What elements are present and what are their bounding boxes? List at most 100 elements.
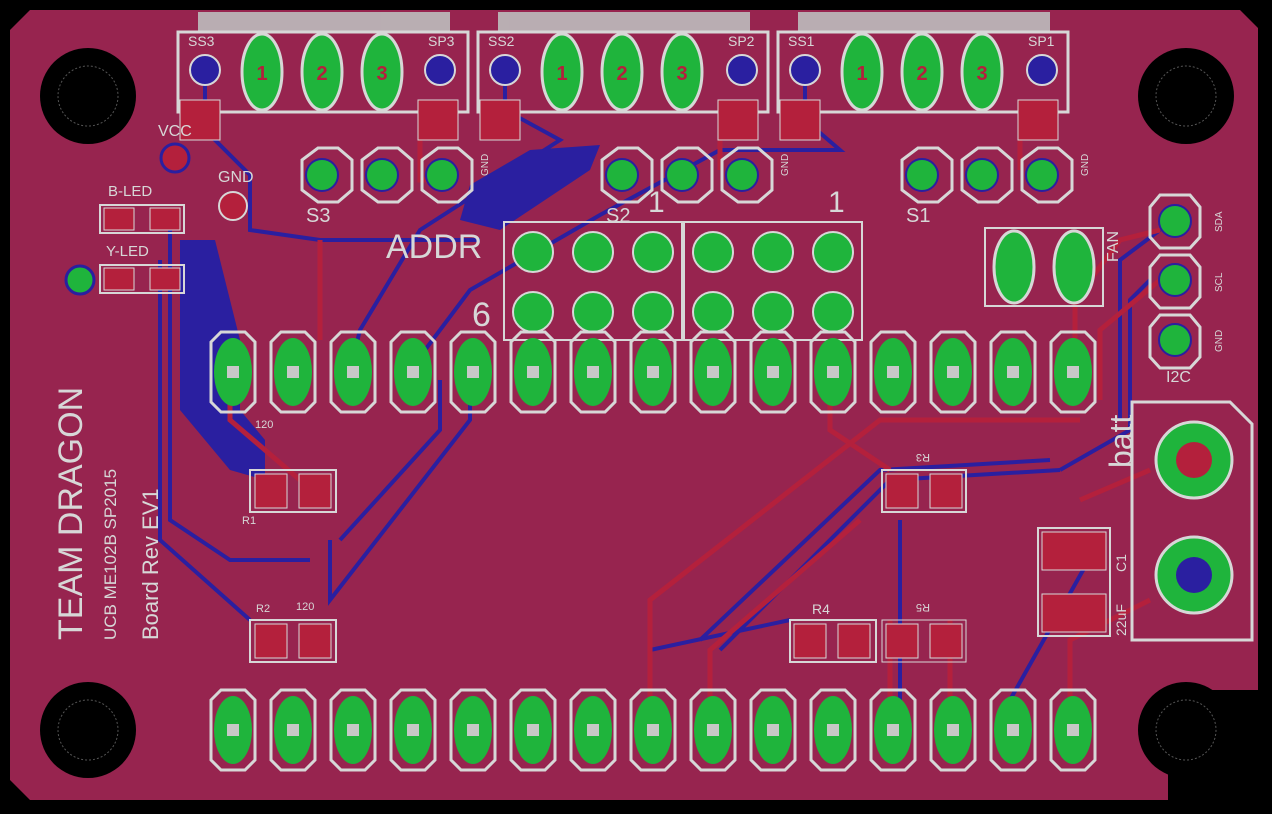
upper-pin-header[interactable] xyxy=(209,330,1097,414)
header-pin-outline xyxy=(329,330,377,414)
i2c-header[interactable] xyxy=(1148,193,1202,370)
header-pin-outline xyxy=(749,688,797,772)
pin-number: 2 xyxy=(316,63,327,85)
label-c1-value: 22uF xyxy=(1113,604,1129,636)
header-pin-outline xyxy=(1049,688,1097,772)
label-addr: ADDR xyxy=(386,228,482,266)
smd-pads-top xyxy=(179,99,1059,141)
label-scl: SCL xyxy=(1214,272,1225,292)
resistor-labels: R1 120 R2 120 R3 R4 R5 xyxy=(242,419,930,617)
header-pin-outline xyxy=(1049,330,1097,414)
label-s3: S3 xyxy=(306,205,330,227)
pin-number: 3 xyxy=(376,63,387,85)
label-sda: SDA xyxy=(1214,211,1225,232)
pin-number: 2 xyxy=(916,63,927,85)
pin-number: 1 xyxy=(856,63,867,85)
header-pin-outline xyxy=(329,688,377,772)
label-r3: R3 xyxy=(916,451,930,463)
header-pin-hole xyxy=(647,366,659,378)
header-pin-hole xyxy=(587,724,599,736)
label-ss1: SS1 xyxy=(788,33,815,49)
header-pin-outline xyxy=(989,688,1037,772)
header-pin-outline xyxy=(569,330,617,414)
label-gnd: GND xyxy=(218,169,254,186)
header-pin-hole xyxy=(1007,724,1019,736)
label-sp1: SP1 xyxy=(1028,33,1055,49)
header-pin-hole xyxy=(227,724,239,736)
header-pin-hole xyxy=(707,724,719,736)
label-revision: Board Rev EV1 xyxy=(138,488,163,640)
board-silkscreen-text: TEAM DRAGON UCB ME102B SP2015 Board Rev … xyxy=(52,387,163,640)
fan-connector[interactable] xyxy=(984,227,1104,307)
label-addr-1b: 1 xyxy=(828,186,845,219)
label-b-led: B-LED xyxy=(108,183,152,200)
header-pin-hole xyxy=(827,724,839,736)
label-r2: R2 xyxy=(256,603,270,615)
battery-connector[interactable] xyxy=(1130,400,1254,642)
sensor-headers[interactable] xyxy=(300,146,1074,204)
bottom-copper-pour-2 xyxy=(460,145,600,230)
mounting-holes xyxy=(40,48,1234,778)
label-gnd-s1: GND xyxy=(1080,154,1091,176)
led-components[interactable] xyxy=(64,204,185,296)
label-r1: R1 xyxy=(242,515,256,527)
header-pin-hole xyxy=(947,724,959,736)
label-ss2: SS2 xyxy=(488,33,515,49)
header-pin-outline xyxy=(209,688,257,772)
pin-number: 1 xyxy=(556,63,567,85)
label-i2c-gnd: GND xyxy=(1214,330,1225,352)
header-pin-hole xyxy=(227,366,239,378)
header-pin-hole xyxy=(827,366,839,378)
label-gnd-s3: GND xyxy=(480,154,491,176)
label-s2: S2 xyxy=(606,205,630,227)
header-pin-hole xyxy=(347,366,359,378)
header-pin-outline xyxy=(929,688,977,772)
resistors[interactable] xyxy=(249,469,967,663)
header-pin-hole xyxy=(647,724,659,736)
header-ss3-pins xyxy=(240,32,404,112)
header-pin-hole xyxy=(287,724,299,736)
header-pin-outline xyxy=(749,330,797,414)
header-pin-hole xyxy=(407,366,419,378)
servo-pin-numbers: 1 2 3 1 2 3 1 2 3 xyxy=(256,63,987,85)
label-r5: R5 xyxy=(916,601,930,613)
pin-number: 3 xyxy=(676,63,687,85)
header-pin-outline xyxy=(809,688,857,772)
label-s1: S1 xyxy=(906,205,930,227)
header-pin-outline xyxy=(869,688,917,772)
resistor-r4 xyxy=(789,619,877,663)
label-sp2: SP2 xyxy=(728,33,755,49)
header-pin-hole xyxy=(1067,724,1079,736)
header-pin-outline xyxy=(689,330,737,414)
header-pin-hole xyxy=(527,724,539,736)
header-pin-hole xyxy=(467,366,479,378)
i2c-labels: SDA SCL GND I2C xyxy=(1166,211,1225,386)
label-c1: C1 xyxy=(1113,554,1129,572)
header-pin-hole xyxy=(947,366,959,378)
label-fan: FAN xyxy=(1105,231,1122,262)
header-pin-outline xyxy=(269,330,317,414)
header-vias[interactable] xyxy=(189,54,1058,86)
resistor-r2 xyxy=(249,619,337,663)
header-pin-outline xyxy=(389,688,437,772)
header-pin-hole xyxy=(527,366,539,378)
servo-pins[interactable] xyxy=(240,32,1004,112)
label-addr-1: 1 xyxy=(648,186,665,219)
pin-number: 2 xyxy=(616,63,627,85)
power-testpoints[interactable] xyxy=(159,142,248,221)
header-s1 xyxy=(900,146,1074,204)
header-pin-outline xyxy=(989,330,1037,414)
header-pin-hole xyxy=(887,724,899,736)
header-pin-outline xyxy=(809,330,857,414)
header-pin-outline xyxy=(569,688,617,772)
capacitor-c1[interactable] xyxy=(1037,527,1111,637)
header-pin-outline xyxy=(449,330,497,414)
header-pin-outline xyxy=(509,330,557,414)
header-pin-hole xyxy=(407,724,419,736)
lower-pin-header[interactable] xyxy=(209,688,1097,772)
pin-number: 3 xyxy=(976,63,987,85)
header-pin-outline xyxy=(629,330,677,414)
header-pin-outline xyxy=(389,330,437,414)
header-pin-outline xyxy=(869,330,917,414)
